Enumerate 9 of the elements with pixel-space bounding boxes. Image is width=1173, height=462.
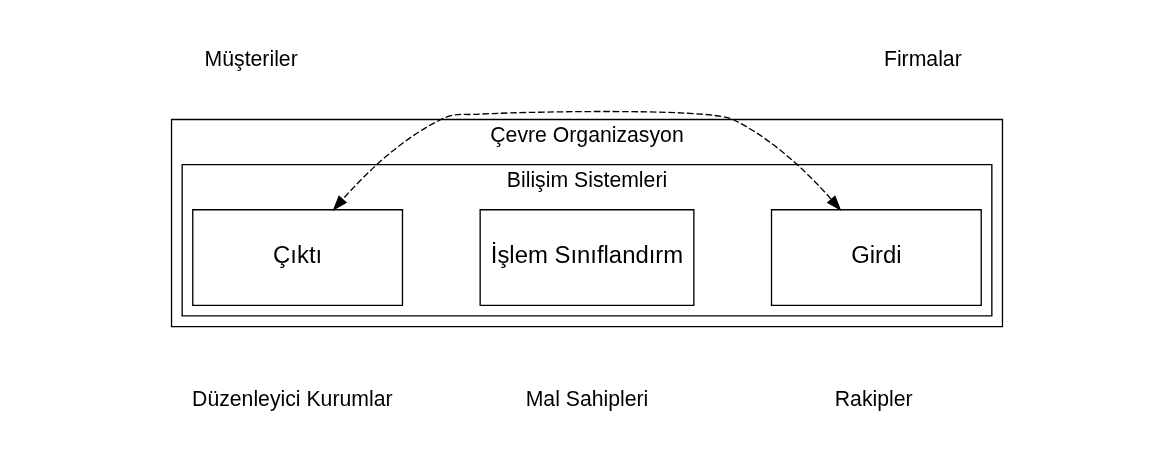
node-box: İşlem Sınıflandırm [479,209,694,306]
arrow [332,110,841,212]
label: Müşteriler [204,47,298,71]
label: Düzenleyici Kurumlar [191,386,393,410]
node-box: Çıktı [191,209,403,306]
label: Mal Sahipleri [525,386,648,410]
label: Firmalar [883,47,962,71]
node-box: Girdi [770,209,982,306]
label: Rakipler [834,386,913,410]
